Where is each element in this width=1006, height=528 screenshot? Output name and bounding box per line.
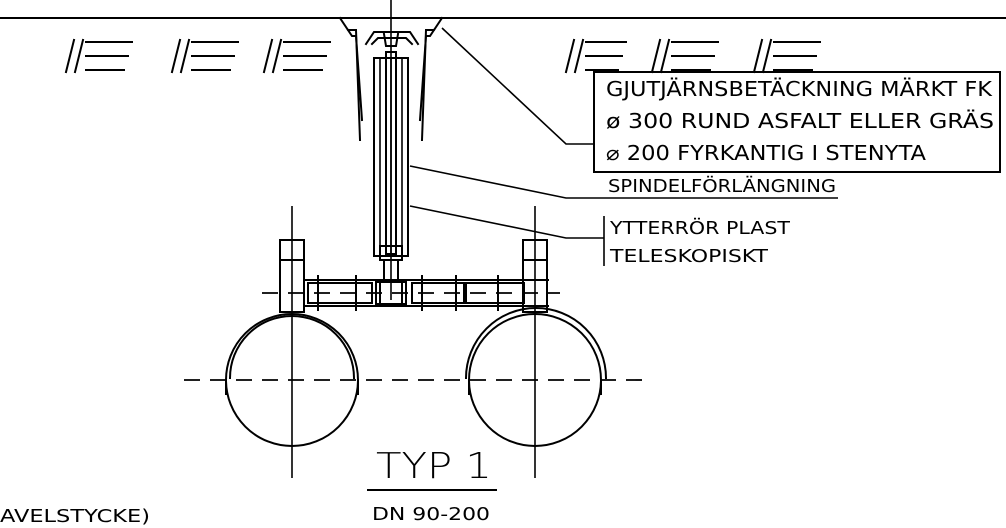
spindle-extension bbox=[373, 51, 409, 257]
ground-hatch-left bbox=[64, 38, 331, 74]
left-tapping-saddle bbox=[228, 206, 356, 478]
outer-pipe-label-line1: YTTERRÖR PLAST bbox=[609, 217, 791, 239]
surface-box-cover bbox=[338, 16, 444, 142]
right-tapping-saddle bbox=[464, 206, 608, 478]
type-title: TYP 1 bbox=[376, 446, 492, 487]
cover-label-box bbox=[593, 71, 1001, 173]
cover-label-line1: GJUTJÄRNSBETÄCKNING MÄRKT FK bbox=[606, 77, 993, 101]
spindle-leader-line bbox=[409, 165, 838, 199]
cut-off-label: AVELSTYCKE) bbox=[0, 506, 150, 527]
cover-label-line2: ø 300 RUND ASFALT ELLER GRÄS bbox=[606, 109, 994, 133]
spindle-label: SPINDELFÖRLÄNGNING bbox=[608, 175, 836, 197]
outer-pipe-leader-line bbox=[409, 205, 604, 239]
outer-pipe-label-line2: TELESKOPISKT bbox=[609, 246, 769, 267]
dimension-label: DN 90-200 bbox=[372, 504, 490, 525]
ground-hatch-right bbox=[564, 38, 821, 74]
cover-label-line3: ⌀ 200 FYRKANTIG I STENYTA bbox=[606, 141, 926, 165]
cover-leader-line bbox=[441, 27, 594, 145]
horizontal-pipe bbox=[262, 275, 560, 311]
